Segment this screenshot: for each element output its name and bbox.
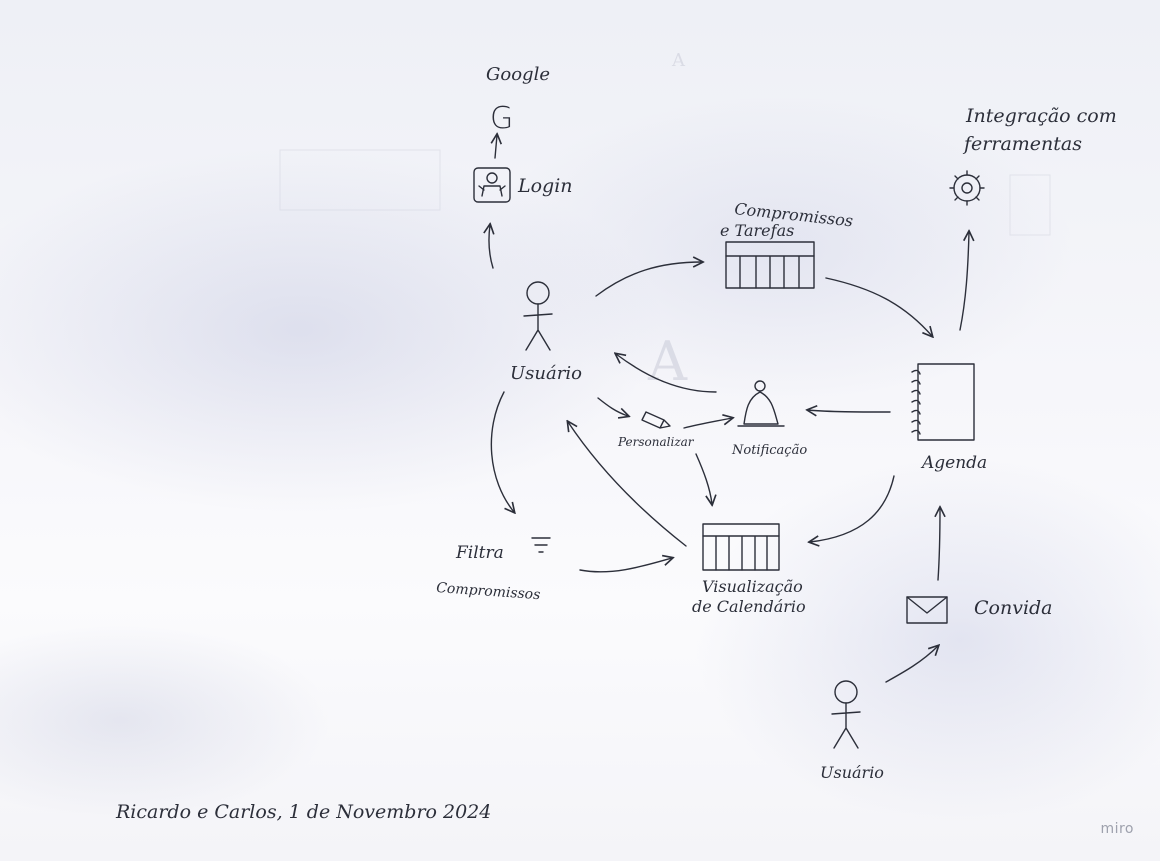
login-node: Login <box>473 167 573 203</box>
usuario-second-label: Usuário <box>820 763 884 782</box>
filtra-node: Filtra Compromissos <box>436 537 551 603</box>
pencil-icon <box>641 411 671 429</box>
usuario-second-actor: Usuário <box>820 680 884 782</box>
stick-figure-icon-2 <box>831 680 861 749</box>
table-icon <box>725 241 815 289</box>
spiral-notebook-icon <box>911 363 975 441</box>
arrow-usuario-to-compromissos <box>595 262 702 297</box>
google-glyph: G <box>490 101 513 136</box>
convida-label: Convida <box>974 597 1053 619</box>
arrow-usuario-to-personalizar <box>597 397 628 416</box>
signature: Ricardo e Carlos, 1 de Novembro 2024 <box>115 801 491 823</box>
filtra-label-line2: Compromissos <box>436 580 541 603</box>
arrow-agenda-to-notificacao <box>808 410 891 412</box>
filter-icon <box>531 537 551 553</box>
arrow-usuario-to-filtra <box>490 391 514 512</box>
convida-node: Convida <box>906 596 1053 624</box>
personalizar-node: Personalizar <box>617 411 695 449</box>
usuario-main-label: Usuário <box>510 363 582 384</box>
notificacao-label: Notificação <box>731 443 807 458</box>
arrow-agenda-to-integracao <box>959 232 969 331</box>
ghost-box-small <box>1009 174 1051 236</box>
arrow-convida-to-agenda <box>938 508 940 581</box>
arrow-notificacao-to-usuario <box>616 354 717 393</box>
google-g-icon: G <box>490 101 513 136</box>
integracao-label-line2: ferramentas <box>962 133 1082 155</box>
arrow-visualizacao-to-usuario <box>568 422 687 547</box>
gear-icon <box>949 170 985 206</box>
ghost-box <box>279 149 441 211</box>
arrow-usuario-to-convida <box>885 646 938 683</box>
arrow-personalizar-to-visualizacao <box>695 453 712 504</box>
visualizacao-label-line2: de Calendário <box>692 597 806 616</box>
arrow-compromissos-to-agenda <box>825 277 932 336</box>
compromissos-node: Compromissos e Tarefas <box>720 199 854 289</box>
stick-figure-icon <box>523 281 553 351</box>
usuario-main-actor: Usuário <box>510 281 582 384</box>
agenda-label: Agenda <box>920 453 987 473</box>
calendar-grid-icon <box>702 523 780 571</box>
ghost-letter-a-small: A <box>671 50 686 71</box>
notificacao-node: Notificação <box>731 380 807 458</box>
arrow-usuario-to-login <box>489 225 493 269</box>
google-node: Google G <box>486 64 550 136</box>
visualizacao-label-line1: Visualização <box>702 577 803 596</box>
arrow-login-to-google <box>495 135 497 159</box>
login-label: Login <box>517 175 573 197</box>
bell-icon <box>737 380 785 427</box>
miro-watermark: miro <box>1100 821 1134 837</box>
login-user-icon <box>473 167 511 203</box>
google-label: Google <box>486 64 550 85</box>
paper-show-through: A A <box>279 50 1051 393</box>
agenda-node: Agenda <box>911 363 987 473</box>
arrow-filtra-to-visualizacao <box>579 558 672 573</box>
compromissos-label-line2: e Tarefas <box>720 221 794 240</box>
filtra-label-line1: Filtra <box>455 543 504 563</box>
personalizar-label: Personalizar <box>617 435 695 449</box>
integracao-node: Integração com ferramentas <box>949 105 1117 206</box>
arrow-agenda-to-visualizacao <box>810 475 895 542</box>
visualizacao-node: Visualização de Calendário <box>692 523 806 616</box>
integracao-label-line1: Integração com <box>965 105 1117 127</box>
arrow-personalizar-to-notificacao <box>683 418 732 429</box>
envelope-icon <box>906 596 948 624</box>
